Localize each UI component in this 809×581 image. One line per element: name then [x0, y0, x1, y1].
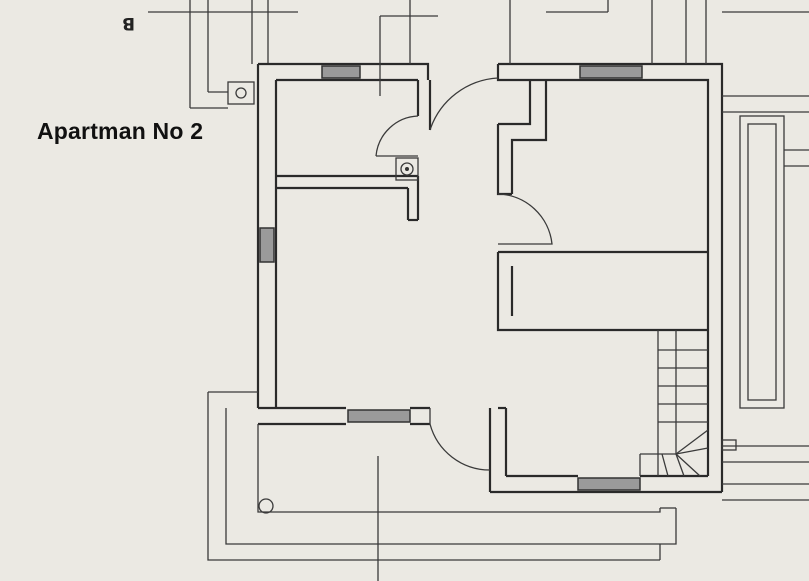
vent-duct	[227, 81, 255, 105]
outer-walls	[256, 62, 724, 494]
section-line-b	[148, 0, 298, 109]
interior-partitions	[276, 80, 708, 410]
staircase	[639, 330, 709, 477]
fixture-vent	[395, 157, 419, 181]
terrace-outline	[207, 391, 677, 561]
right-corridor	[721, 95, 809, 501]
windows	[259, 65, 643, 491]
section-marker-label: B	[122, 13, 135, 33]
door-swings	[375, 77, 553, 471]
top-neighbour-walls	[379, 0, 809, 96]
apartment-label: Apartman No 2	[37, 118, 204, 144]
